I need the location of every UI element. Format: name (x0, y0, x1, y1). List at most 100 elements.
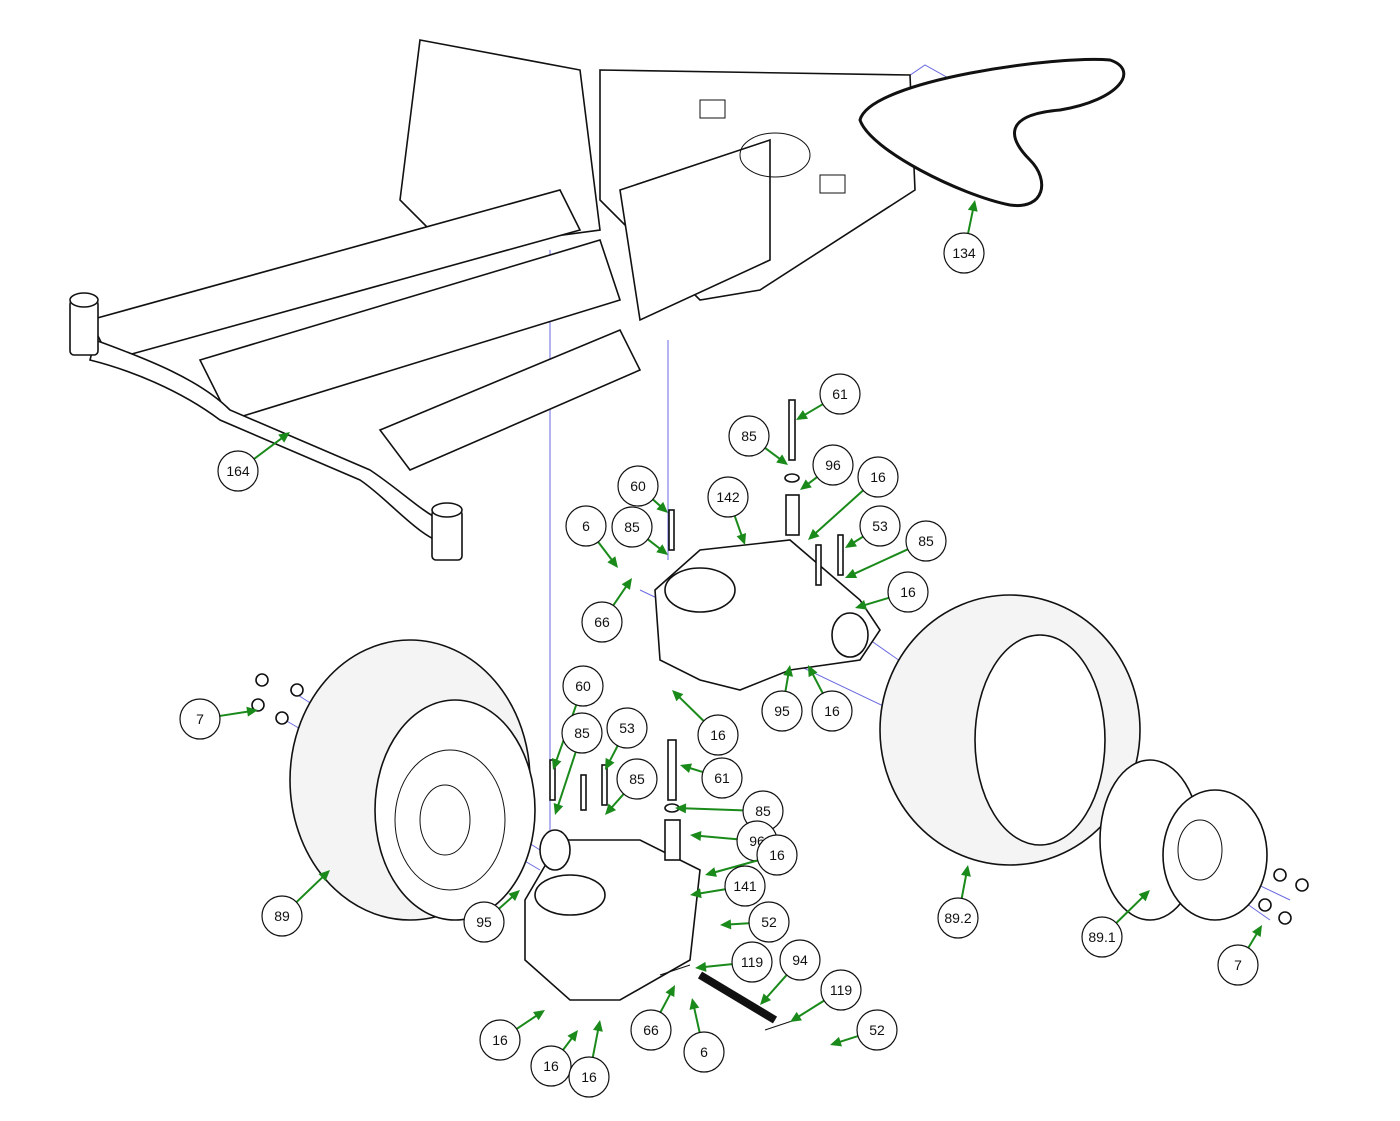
callout-label: 85 (574, 725, 590, 741)
callout-66: 66 (630, 985, 675, 1051)
callout-bubble (616, 758, 658, 800)
leader-arrow (692, 1005, 701, 1033)
leader-arrow (784, 672, 790, 692)
callout-bubble (561, 712, 603, 754)
leader-arrow (796, 999, 825, 1019)
arrowhead-icon (760, 993, 772, 1005)
callout-66: 66 (581, 578, 632, 643)
leader-arrow (609, 793, 625, 810)
leader-arrow (967, 207, 975, 234)
leader-arrow (219, 710, 251, 717)
arrowhead-icon (278, 432, 290, 443)
arrowhead-icon (1252, 925, 1262, 938)
leader-arrow (810, 671, 824, 694)
leader-arrow (960, 872, 968, 899)
callout-bubble (756, 834, 798, 876)
leader-arrow (764, 974, 788, 1000)
arrowhead-icon (246, 706, 258, 717)
arrowhead-icon (665, 985, 675, 998)
callout-6: 6 (683, 998, 725, 1073)
callout-bubble (820, 969, 862, 1011)
hardware (251, 399, 1309, 1031)
callout-94: 94 (760, 939, 821, 1005)
callout-label: 141 (733, 878, 757, 894)
callout-bubble (731, 941, 773, 983)
callout-bubble (562, 665, 604, 707)
callout-164: 164 (217, 432, 290, 492)
callout-label: 89.1 (1088, 929, 1115, 945)
arrowhead-icon (605, 757, 615, 770)
callout-label: 60 (575, 678, 591, 694)
callout-label: 16 (492, 1032, 508, 1048)
callout-7: 7 (1217, 925, 1262, 986)
arrowhead-icon (790, 1011, 802, 1022)
callout-bubble (606, 707, 648, 749)
callout-label: 134 (952, 245, 976, 261)
callout-85: 85 (611, 506, 668, 555)
callout-label: 89 (274, 908, 290, 924)
callout-89-2: 89.2 (937, 865, 979, 939)
callout-134: 134 (943, 200, 985, 274)
callout-61: 61 (796, 373, 861, 420)
callout-label: 16 (824, 703, 840, 719)
leader-arrow (1247, 931, 1259, 949)
callout-85: 85 (553, 712, 603, 815)
right-transmission-142 (654, 539, 881, 691)
leader-arrow (591, 1027, 600, 1058)
callout-bubble (581, 601, 623, 643)
arrowhead-icon (961, 865, 971, 877)
callout-bubble (761, 690, 803, 732)
callout-bubble (857, 456, 899, 498)
left-tire-89 (289, 639, 536, 921)
arrowhead-icon (736, 532, 747, 545)
leader-arrow (659, 991, 673, 1013)
callout-142: 142 (707, 476, 749, 545)
callout-label: 16 (581, 1069, 597, 1085)
callout-16: 16 (808, 665, 853, 732)
callout-16: 16 (705, 834, 798, 877)
arrowhead-icon (508, 890, 520, 902)
leader-arrow (607, 745, 619, 764)
callout-141: 141 (690, 865, 766, 907)
leader-arrow (697, 888, 726, 895)
callout-7: 7 (179, 698, 258, 740)
callout-119: 119 (790, 969, 862, 1022)
callout-label: 96 (825, 457, 841, 473)
callout-bubble (728, 415, 770, 457)
arrowhead-icon (690, 888, 702, 899)
callout-bubble (683, 1031, 725, 1073)
arrowhead-icon (593, 1020, 603, 1032)
arrowhead-icon (672, 690, 684, 702)
leader-arrow (597, 541, 614, 563)
callout-bubble (630, 1009, 672, 1051)
callout-bubble (697, 714, 739, 756)
callout-label: 6 (700, 1044, 708, 1060)
callout-16: 16 (808, 456, 899, 540)
frame-164 (69, 39, 916, 561)
callout-53: 53 (845, 505, 901, 548)
callout-60: 60 (617, 465, 668, 513)
callout-label: 16 (543, 1058, 559, 1074)
belt-134 (858, 57, 1126, 207)
callout-16: 16 (530, 1030, 578, 1087)
arrowhead-icon (621, 578, 632, 590)
callout-bubble (887, 571, 929, 613)
leader-arrow (682, 807, 744, 812)
callout-label: 60 (630, 478, 646, 494)
callout-label: 142 (716, 489, 740, 505)
leader-arrow (733, 515, 744, 538)
arrowhead-icon (845, 568, 858, 578)
arrowhead-icon (656, 544, 668, 555)
leader-arrow (712, 859, 758, 874)
callout-bubble (779, 939, 821, 981)
callout-85: 85 (605, 758, 658, 815)
leader-arrow (727, 922, 750, 926)
callout-label: 95 (476, 914, 492, 930)
arrowhead-icon (720, 919, 732, 930)
callout-bubble (463, 901, 505, 943)
callout-bubble (905, 520, 947, 562)
arrowhead-icon (855, 600, 867, 610)
leader-arrow (295, 874, 325, 903)
callout-label: 85 (755, 803, 771, 819)
